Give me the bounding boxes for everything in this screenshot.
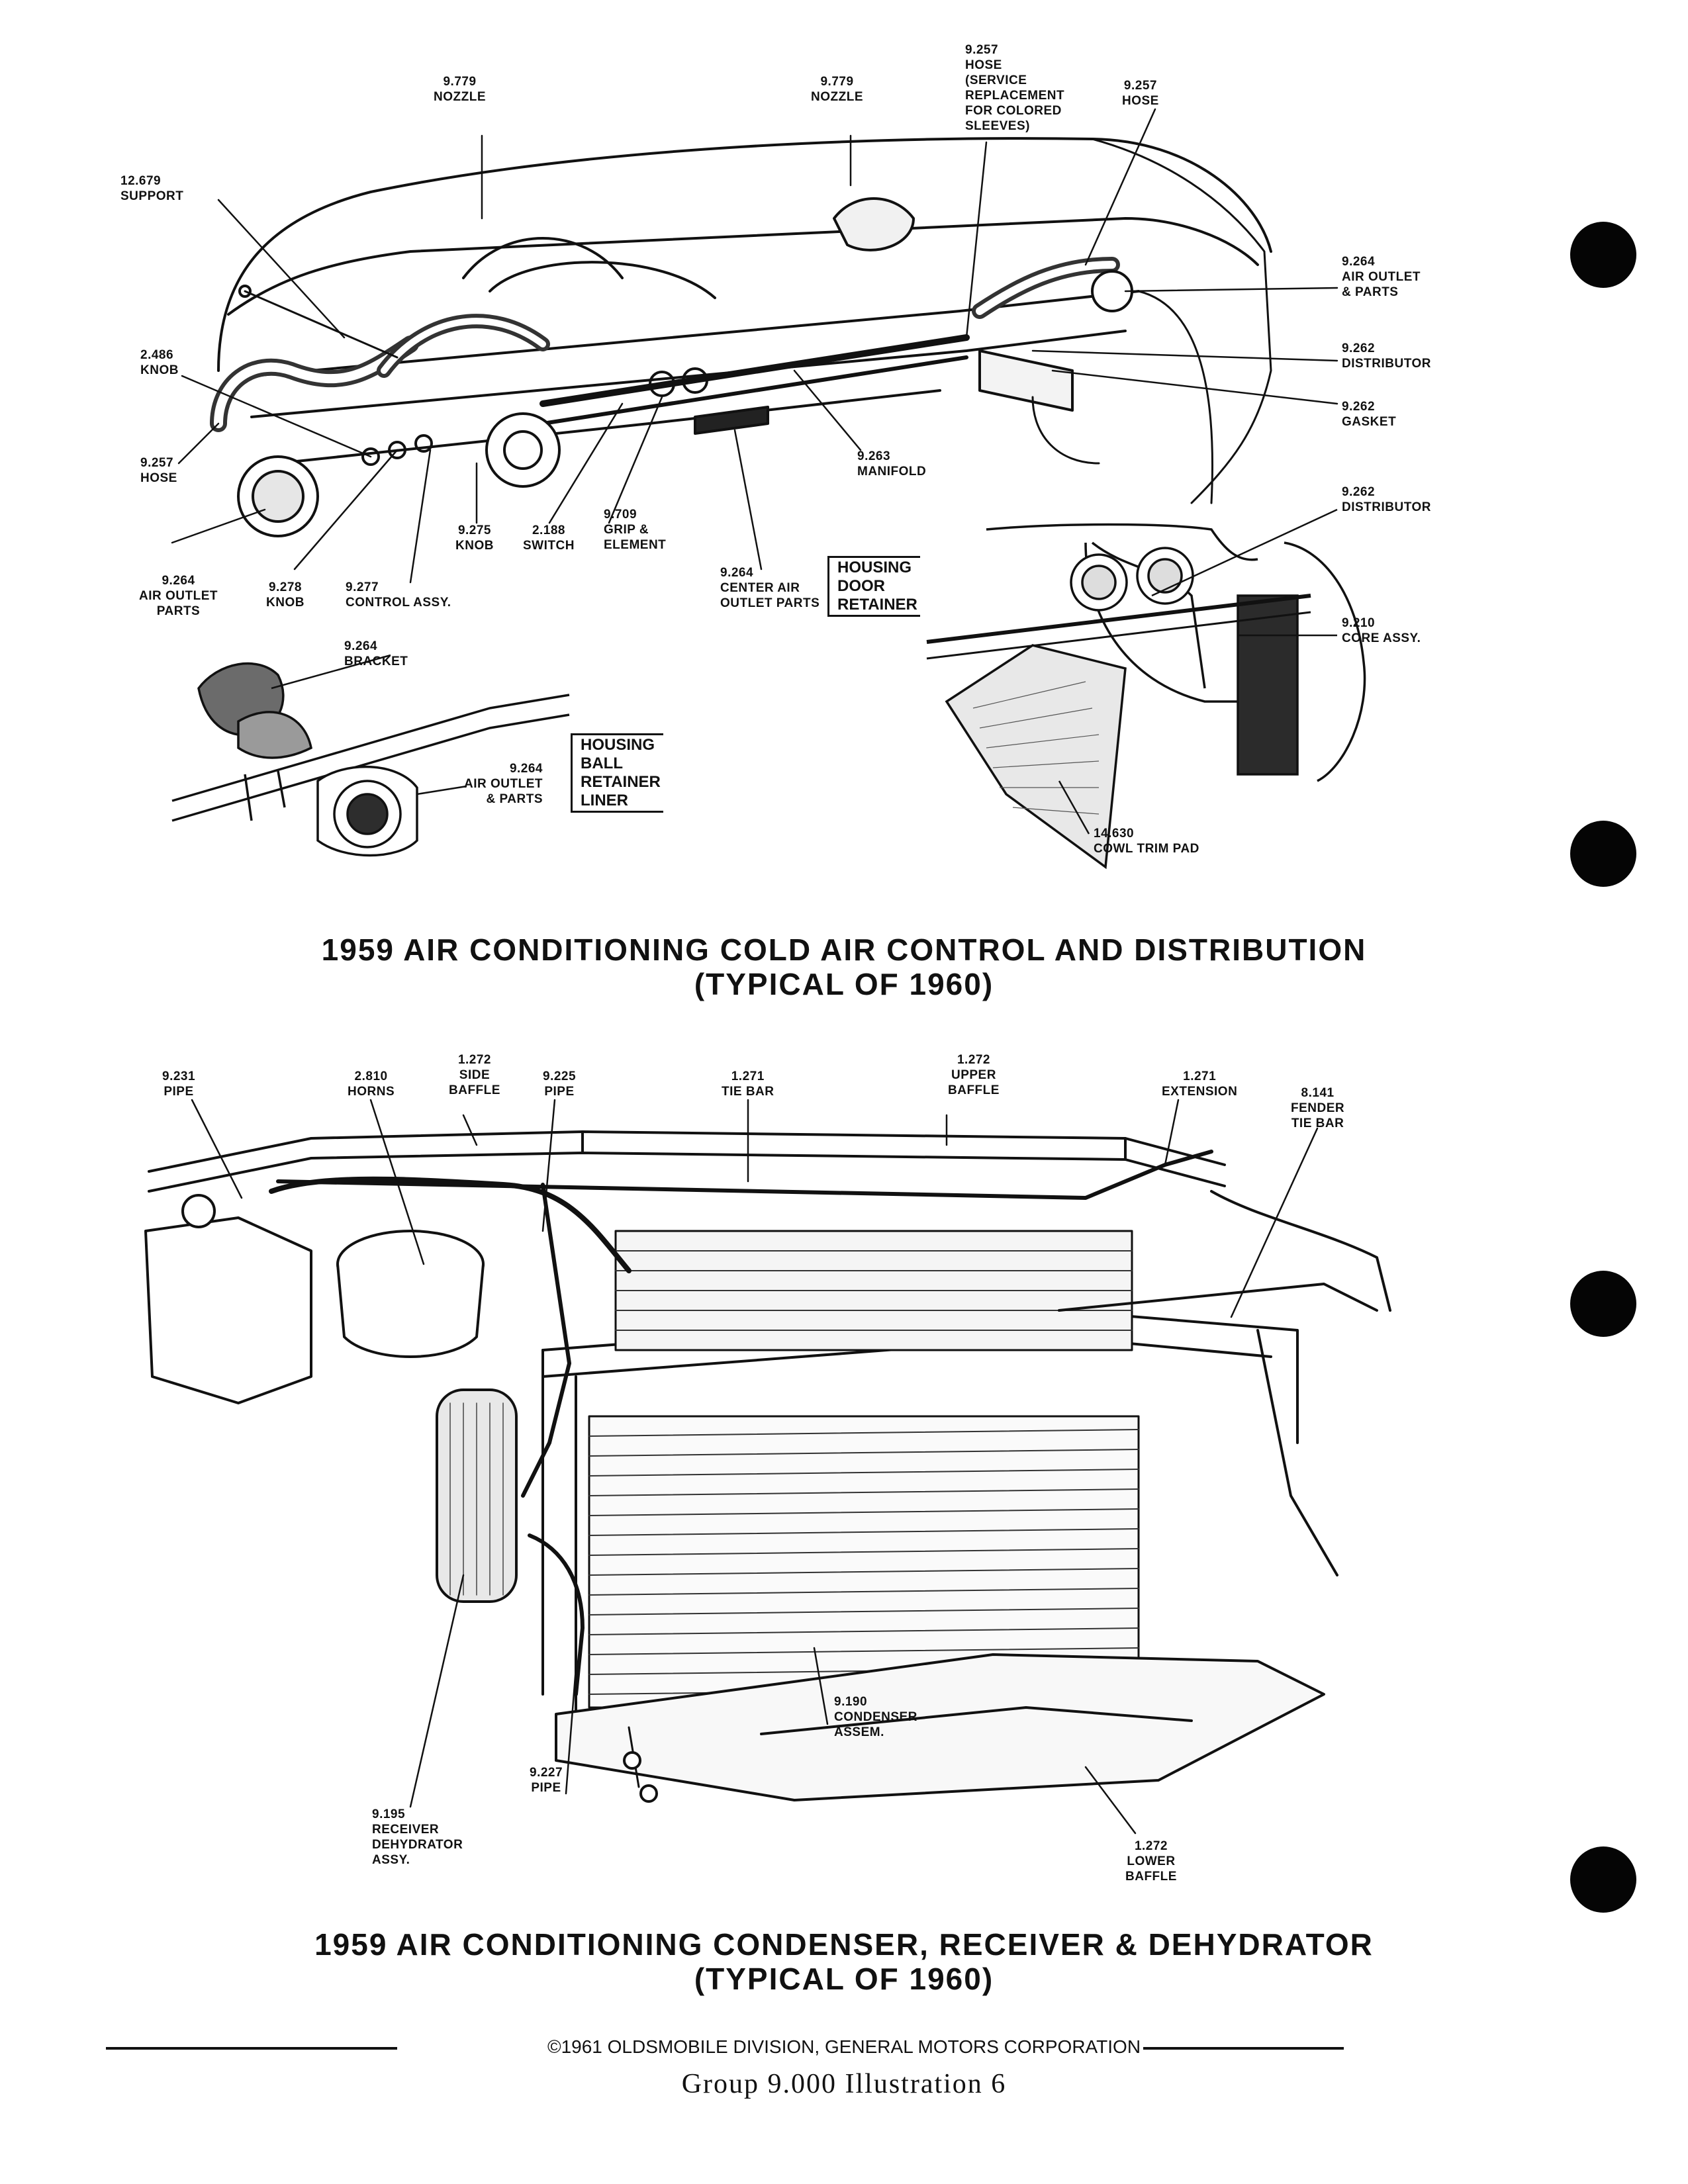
housing-ball-retainer-liner-box: HOUSING BALL RETAINER LINER xyxy=(571,733,663,813)
label-extension: 1.271 EXTENSION xyxy=(1162,1069,1238,1099)
label-manifold: 9.263 MANIFOLD xyxy=(857,449,927,478)
label-air-outlet-parts-ball: 9.264 AIR OUTLET & PARTS xyxy=(464,762,543,806)
label-core-assy: 9.210 CORE ASSY. xyxy=(1342,616,1421,645)
label-pipe-9227: 9.227 PIPE xyxy=(530,1766,563,1795)
label-cowl-trim-pad: 14.630 COWL TRIM PAD xyxy=(1094,827,1199,856)
label-bracket: 9.264 BRACKET xyxy=(344,639,408,668)
label-grip-element: 9.709 GRIP & ELEMENT xyxy=(604,508,667,552)
label-air-outlet-parts-right: 9.264 AIR OUTLET & PARTS xyxy=(1342,255,1421,299)
label-support: 12.679 SUPPORT xyxy=(120,174,184,203)
label-hose-service-replacement: 9.257 HOSE (SERVICE REPLACEMENT FOR COLO… xyxy=(965,43,1065,133)
footer-rule-left xyxy=(106,2047,397,2050)
condenser-receiver-diagram: 9.231 PIPE 2.810 HORNS 1.272 SIDE BAFFLE… xyxy=(0,1032,1688,1919)
label-fender-tie-bar: 8.141 FENDER TIE BAR xyxy=(1291,1086,1345,1130)
label-nozzle-left: 9.779 NOZZLE xyxy=(434,75,486,104)
label-knob-9278: 9.278 KNOB xyxy=(266,580,305,610)
copyright-text: ©1961 OLDSMOBILE DIVISION, GENERAL MOTOR… xyxy=(544,2036,1144,2057)
label-upper-baffle: 1.272 UPPER BAFFLE xyxy=(948,1053,1000,1097)
binder-punch-hole xyxy=(1570,821,1636,887)
label-distributor-upper: 9.262 DISTRIBUTOR xyxy=(1342,341,1431,371)
label-side-baffle: 1.272 SIDE BAFFLE xyxy=(449,1053,500,1097)
bottom-caption-subtitle: (TYPICAL OF 1960) xyxy=(694,1962,994,1996)
footer-rule-right xyxy=(980,2047,1344,2050)
label-nozzle-right: 9.779 NOZZLE xyxy=(811,75,863,104)
label-switch: 2.188 SWITCH xyxy=(523,523,575,553)
bottom-caption-title: 1959 AIR CONDITIONING CONDENSER, RECEIVE… xyxy=(314,1927,1374,1962)
label-tie-bar: 1.271 TIE BAR xyxy=(722,1069,774,1099)
label-pipe-9231: 9.231 PIPE xyxy=(162,1069,196,1099)
label-hose-left: 9.257 HOSE xyxy=(140,456,177,485)
label-condenser-assem: 9.190 CONDENSER ASSEM. xyxy=(834,1695,917,1739)
label-receiver-dehydrator-assy: 9.195 RECEIVER DEHYDRATOR ASSY. xyxy=(372,1807,463,1867)
condenser-illustration xyxy=(144,1099,1391,1835)
copyright-notice: ©1961 OLDSMOBILE DIVISION, GENERAL MOTOR… xyxy=(0,2036,1688,2058)
label-knob-2486: 2.486 KNOB xyxy=(140,348,179,377)
dashboard-illustration xyxy=(171,108,1366,870)
label-distributor-lower: 9.262 DISTRIBUTOR xyxy=(1342,485,1431,514)
label-center-air-outlet-parts: 9.264 CENTER AIR OUTLET PARTS xyxy=(720,566,820,610)
binder-punch-hole xyxy=(1570,1846,1636,1913)
top-caption-title: 1959 AIR CONDITIONING COLD AIR CONTROL A… xyxy=(321,933,1367,967)
label-lower-baffle: 1.272 LOWER BAFFLE xyxy=(1125,1839,1177,1884)
label-hose-right: 9.257 HOSE xyxy=(1122,79,1159,108)
label-control-assy: 9.277 CONTROL ASSY. xyxy=(346,580,451,610)
cold-air-distribution-diagram: 9.779 NOZZLE 9.779 NOZZLE 9.257 HOSE (SE… xyxy=(0,0,1688,913)
housing-door-retainer-box: HOUSING DOOR RETAINER xyxy=(827,556,920,617)
group-illustration-number: Group 9.000 Illustration 6 xyxy=(681,2069,1007,2099)
binder-punch-hole xyxy=(1570,1271,1636,1337)
label-knob-9275: 9.275 KNOB xyxy=(455,523,494,553)
binder-punch-hole xyxy=(1570,222,1636,288)
label-pipe-9225: 9.225 PIPE xyxy=(543,1069,577,1099)
top-caption-subtitle: (TYPICAL OF 1960) xyxy=(694,967,994,1001)
label-air-outlet-parts-left: 9.264 AIR OUTLET PARTS xyxy=(139,574,218,618)
label-horns: 2.810 HORNS xyxy=(348,1069,395,1099)
label-gasket: 9.262 GASKET xyxy=(1342,400,1397,429)
